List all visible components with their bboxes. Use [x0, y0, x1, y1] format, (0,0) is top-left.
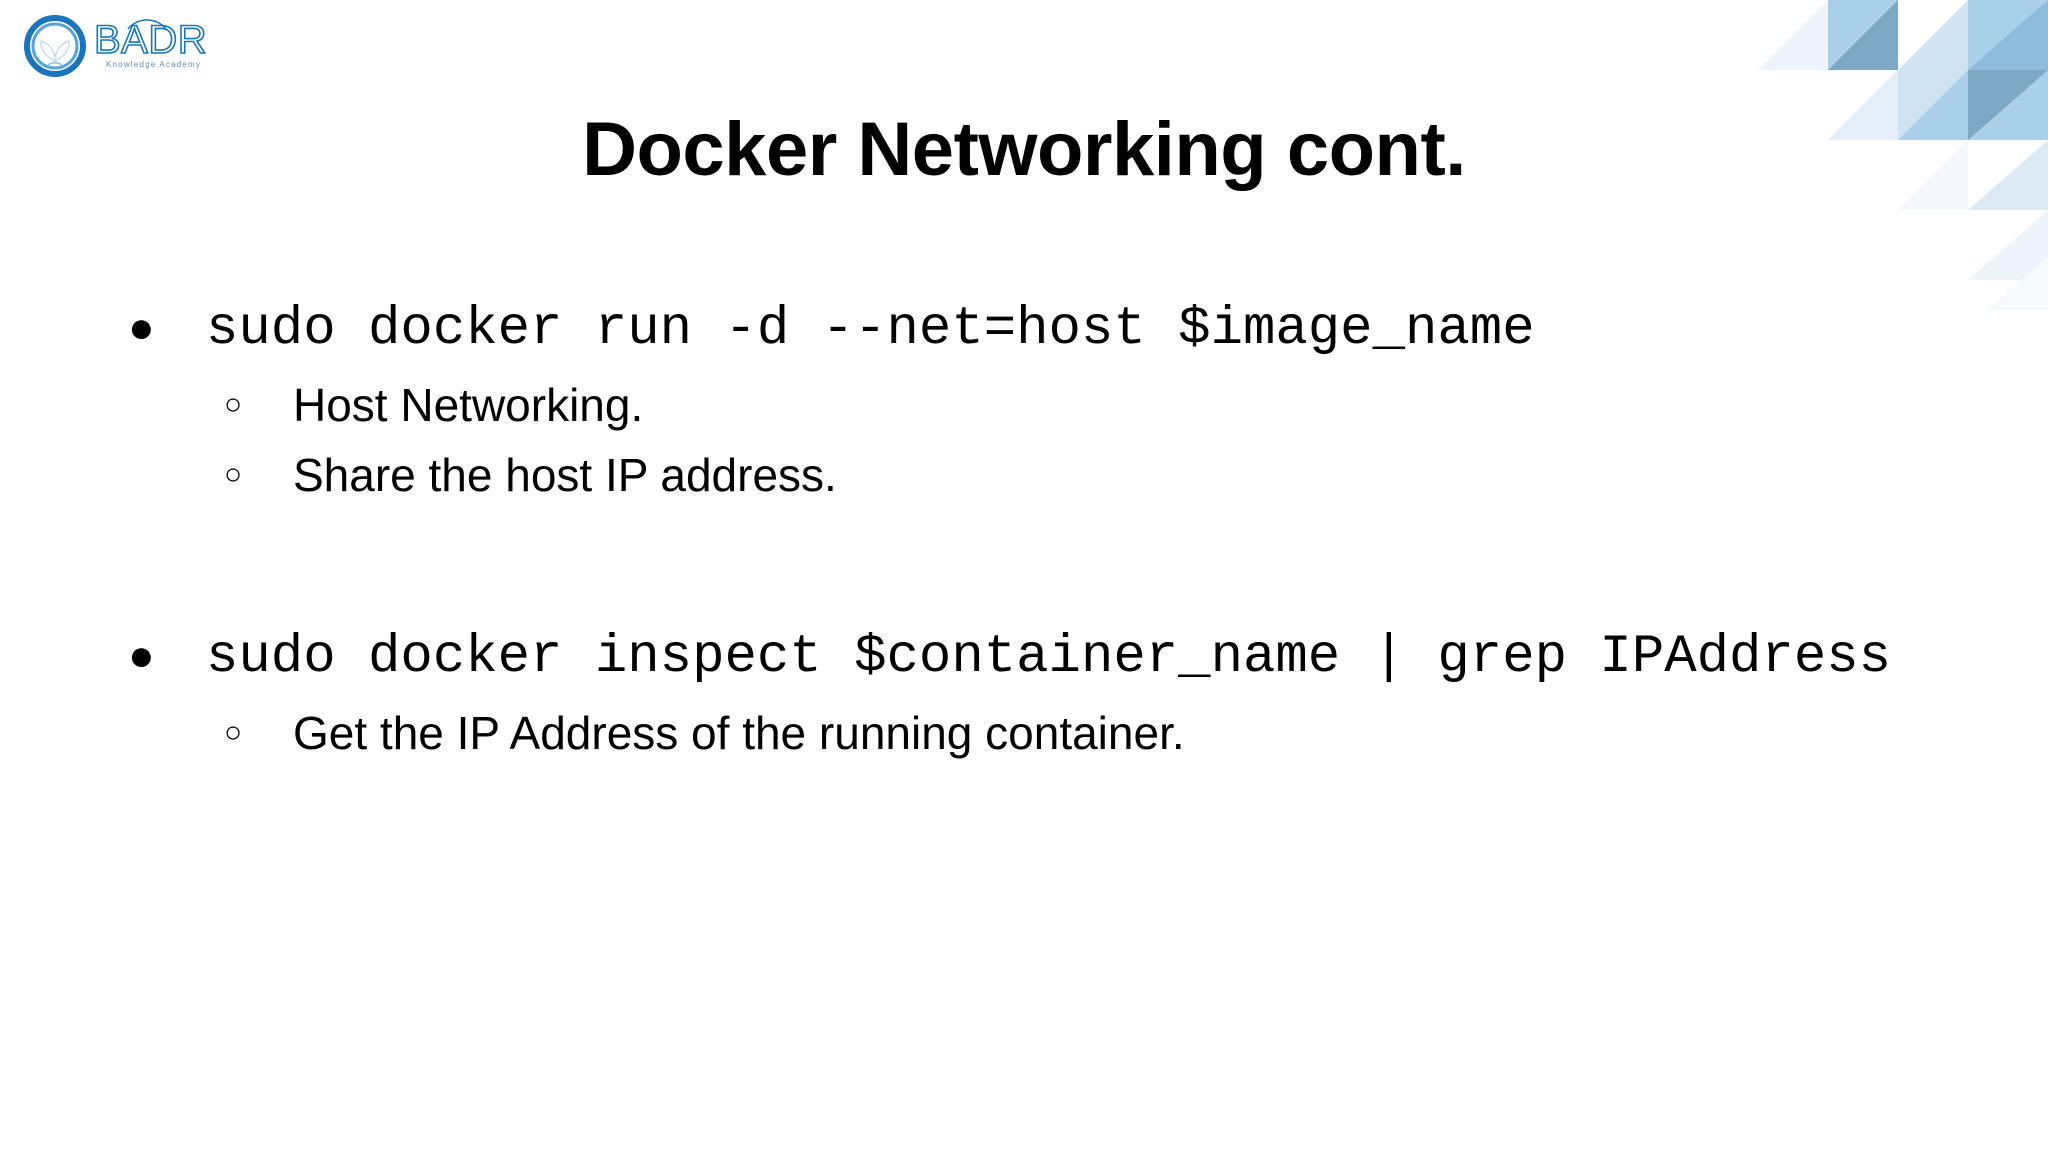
bullet-item-command-1: ● sudo docker run -d --net=host $image_n…: [118, 290, 1958, 370]
badr-wordmark-text: BADR: [94, 18, 207, 62]
bullet-block-1: ● sudo docker run -d --net=host $image_n…: [118, 290, 1958, 510]
spacer: [118, 510, 1958, 618]
sub-bullet-item: ○ Share the host IP address.: [118, 440, 1958, 510]
hollow-bullet-icon: ○: [224, 388, 243, 421]
bullet-item-command-2: ● sudo docker inspect $container_name | …: [118, 618, 1958, 698]
hollow-bullet-icon: ○: [224, 458, 243, 491]
sub-bullet-text: Share the host IP address.: [293, 449, 837, 501]
filled-bullet-icon: ●: [128, 631, 155, 680]
filled-bullet-icon: ●: [128, 303, 155, 352]
command-text-1: sudo docker run -d --net=host $image_nam…: [206, 299, 1535, 360]
page-title: Docker Networking cont.: [582, 107, 1466, 192]
command-text-2: sudo docker inspect $container_name | gr…: [206, 627, 1892, 688]
bullet-block-2: ● sudo docker inspect $container_name | …: [118, 618, 1958, 768]
badr-wordmark: BADR Knowledge Academy: [94, 15, 212, 77]
sub-bullet-item: ○ Get the IP Address of the running cont…: [118, 698, 1958, 768]
slide-body: ● sudo docker run -d --net=host $image_n…: [118, 290, 1958, 768]
sub-bullet-text: Get the IP Address of the running contai…: [293, 707, 1185, 759]
sub-bullet-text: Host Networking.: [293, 379, 644, 431]
hollow-bullet-icon: ○: [224, 716, 243, 749]
sub-bullet-item: ○ Host Networking.: [118, 370, 1958, 440]
badr-tagline-text: Knowledge Academy: [106, 60, 201, 69]
badr-circular-leaf-mark-icon: [24, 15, 86, 77]
badr-logo: BADR Knowledge Academy: [24, 10, 214, 82]
